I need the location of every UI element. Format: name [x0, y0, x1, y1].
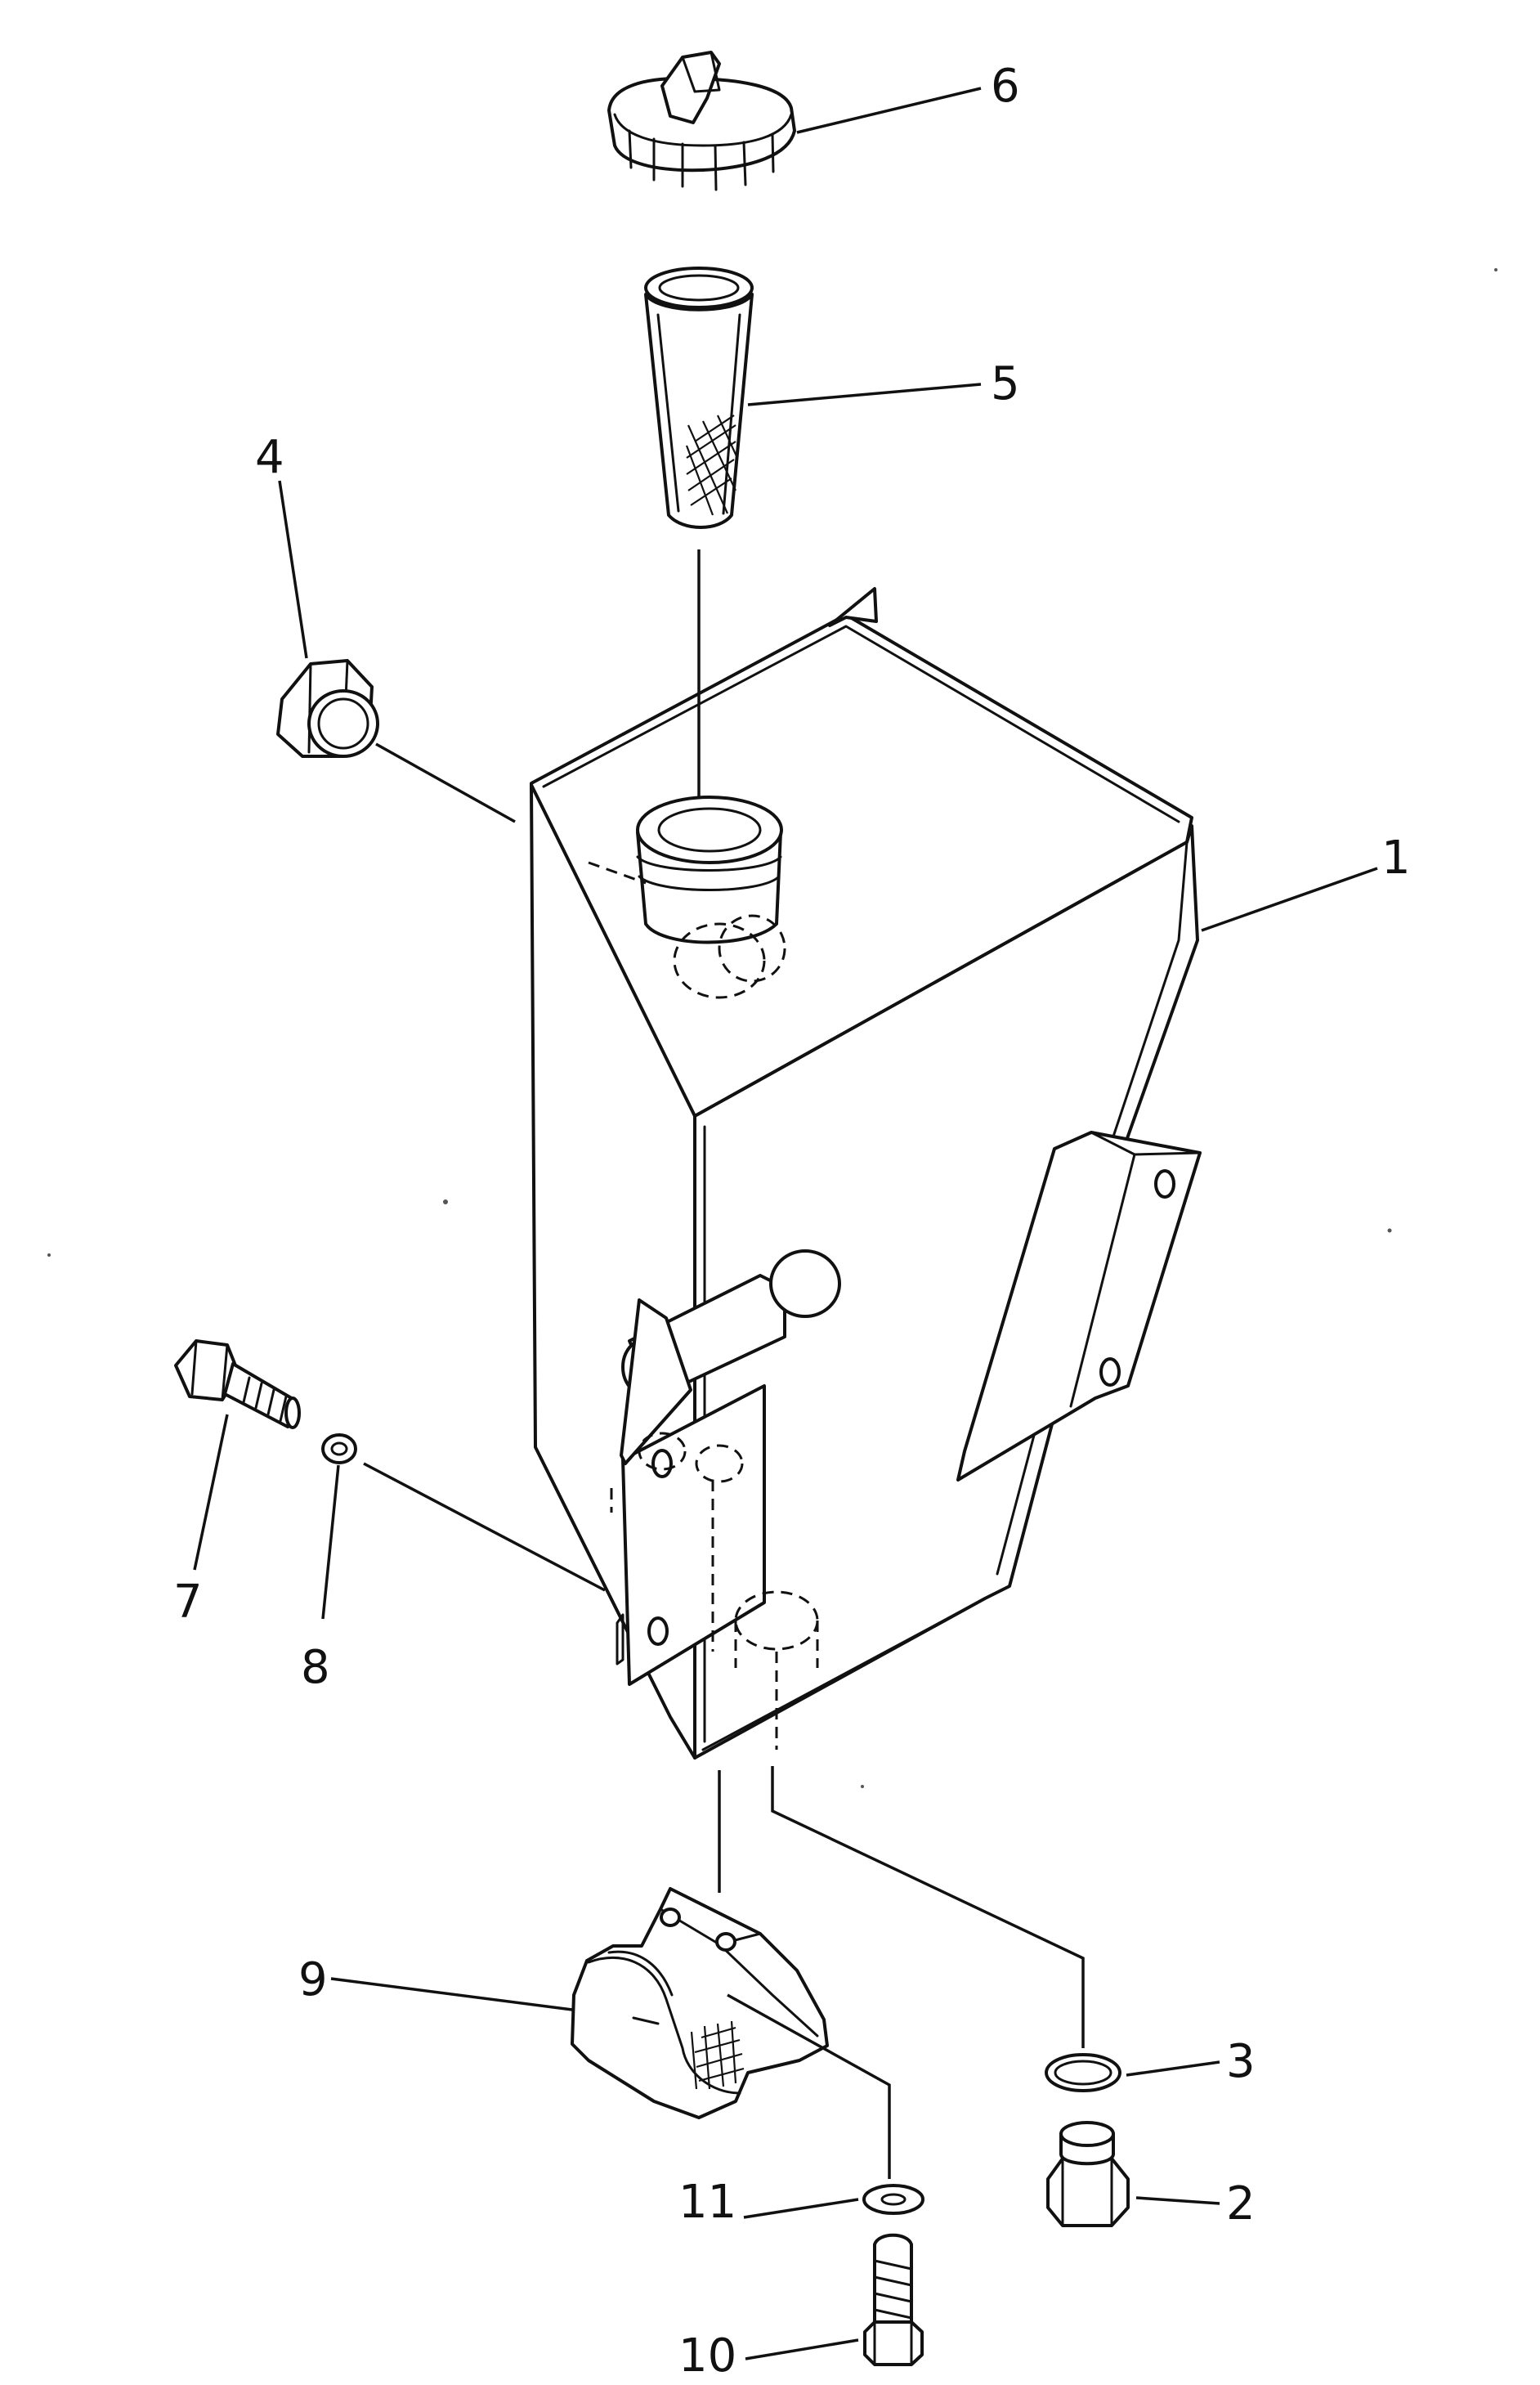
part-11-washer: [862, 2184, 924, 2215]
callout-9: 9: [298, 1953, 328, 2006]
part-9-band: [571, 1887, 829, 2119]
callout-6: 6: [991, 60, 1020, 113]
scan-specks: [47, 268, 1497, 1788]
callout-2: 2: [1226, 2177, 1256, 2230]
callout-3: 3: [1226, 2035, 1256, 2088]
tank-left-bracket: [610, 1298, 766, 1686]
part-2-drain-plug: [1046, 2121, 1130, 2227]
callout-5: 5: [991, 357, 1020, 410]
callout-numbers: 6 5 4 1 7 8 9 3 2 11 10: [173, 60, 1411, 2383]
part-6-filler-cap: [607, 51, 796, 191]
part-7-bolt: [174, 1339, 301, 1429]
callout-8: 8: [301, 1641, 330, 1694]
part-10-bolt: [863, 2233, 924, 2366]
callout-4: 4: [255, 431, 284, 484]
callout-11: 11: [678, 2176, 736, 2229]
assembly-lines: [363, 549, 1085, 2179]
part-8-washer: [321, 1433, 357, 1464]
callout-leaders: [193, 87, 1378, 2360]
part-1-tank: [530, 587, 1202, 1760]
band-mesh: [690, 2020, 745, 2090]
tank-drain-boss: [734, 1590, 819, 1750]
strainer-mesh: [685, 415, 738, 516]
part-4-plug: [276, 659, 379, 758]
tank-filler-neck: [588, 796, 786, 999]
callout-1: 1: [1381, 832, 1411, 885]
callout-10: 10: [678, 2329, 736, 2383]
part-5-strainer: [644, 267, 754, 529]
callout-7: 7: [173, 1576, 203, 1629]
part-3-o-ring: [1045, 2053, 1121, 2092]
tank-right-bracket: [956, 1131, 1202, 1482]
